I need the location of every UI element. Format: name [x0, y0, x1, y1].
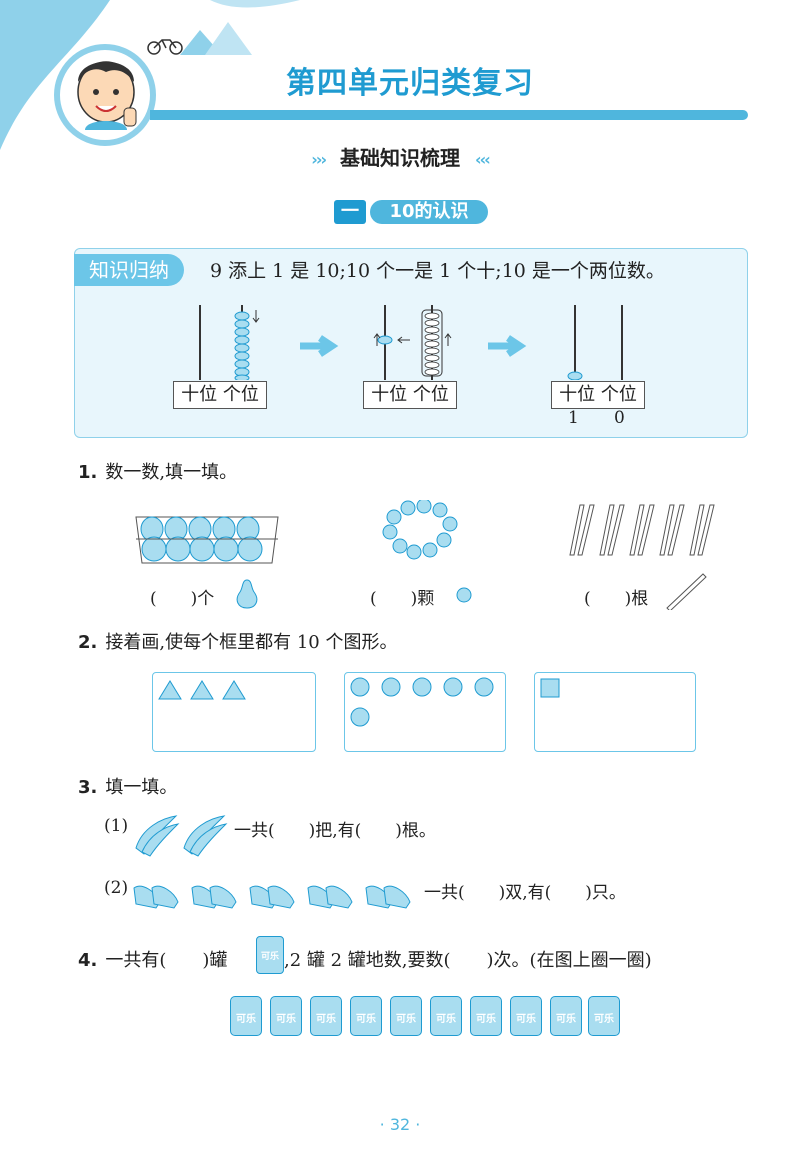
question-number: 3. [78, 777, 98, 798]
can-label: 可乐 [516, 1014, 536, 1025]
question-1: 1. 数一数,填一填。 [78, 458, 237, 484]
subtitle-text: 基础知识梳理 [340, 146, 460, 170]
section-number: 一 [341, 201, 359, 222]
can-label: 可乐 [436, 1014, 456, 1025]
abacus-diagram [199, 305, 623, 380]
can-item[interactable]: 可乐 [588, 996, 620, 1036]
header-decoration [0, 0, 300, 150]
page-number: · 32 · [379, 1115, 421, 1134]
place-value-label-2: 十位 个位 [363, 381, 457, 409]
place-value-label-1: 十位 个位 [173, 381, 267, 409]
chevrons-right: ‹‹‹ [474, 150, 491, 169]
q3-sub2-label: (2) [104, 878, 129, 898]
circle-shapes [350, 677, 494, 727]
can-item[interactable]: 可乐 [270, 996, 302, 1036]
square-frame[interactable] [534, 672, 696, 752]
chevrons-left: ››› [311, 150, 327, 169]
can-label: 可乐 [556, 1014, 576, 1025]
q3-sub2-text: 一共( )双,有( )只。 [424, 883, 626, 903]
place-value-label-3: 十位 个位 [551, 381, 645, 409]
can-row: 可乐 可乐 可乐 可乐 可乐 可乐 可乐 可乐 可乐 可乐 [230, 996, 620, 1036]
pear-icon [236, 579, 258, 609]
bead-icon [456, 587, 472, 603]
can-label: 可乐 [236, 1014, 256, 1025]
question-text-a: 一共有( )罐 [105, 950, 228, 971]
can-label: 可乐 [396, 1014, 416, 1025]
section-badge: 一 10的认识 [334, 198, 490, 226]
digit-tens: 1 [568, 408, 579, 428]
shoes-icon [133, 885, 411, 909]
mountains-icon [180, 22, 252, 55]
question-number: 1. [78, 462, 98, 483]
triangle-shapes [158, 680, 246, 700]
pear-box-icon [135, 516, 279, 564]
question-number: 4. [78, 950, 98, 971]
question-3: 3. 填一填。 [78, 773, 177, 799]
square-shape [540, 678, 560, 698]
can-label: 可乐 [594, 1014, 614, 1025]
unit-label: 个 [197, 589, 215, 609]
question-text: 接着画,使每个框里都有 10 个图形。 [105, 632, 398, 653]
question-4: 4. 一共有( )罐 [78, 946, 227, 972]
circle-frame[interactable] [344, 672, 506, 752]
bicycle-icon [147, 39, 183, 55]
chopstick-icon [666, 573, 707, 610]
section-subtitle: ››› 基础知识梳理 ‹‹‹ [270, 142, 530, 171]
question-text-b: ,2 罐 2 罐地数,要数( )次。(在图上圈一圈) [284, 950, 652, 971]
answer-blank[interactable]: ( ) [584, 589, 632, 609]
can-item[interactable]: 可乐 [310, 996, 342, 1036]
bananas-icon [135, 815, 228, 857]
can-item[interactable]: 可乐 [550, 996, 582, 1036]
can-label: 可乐 [316, 1014, 336, 1025]
q1-answer-1: ( )个 [150, 584, 214, 609]
question-text: 填一填。 [105, 777, 178, 798]
triangle-frame[interactable] [152, 672, 316, 752]
can-item[interactable]: 可乐 [390, 996, 422, 1036]
badge-shape [334, 200, 488, 224]
bead-necklace-icon [382, 500, 458, 560]
header-bar [150, 110, 748, 120]
knowledge-tag: 知识归纳 [74, 254, 184, 286]
knowledge-text: 9 添上 1 是 10;10 个一是 1 个十;10 是一个两位数。 [210, 260, 665, 282]
answer-blank[interactable]: ( ) [150, 589, 198, 609]
question-text: 数一数,填一填。 [105, 462, 238, 483]
unit-label: 颗 [417, 589, 435, 609]
page-title: 第四单元归类复习 [286, 66, 534, 101]
can-label: 可乐 [356, 1014, 376, 1025]
section-title: 10的认识 [389, 201, 469, 222]
can-label: 可乐 [260, 952, 279, 962]
digit-ones: 0 [614, 408, 625, 428]
can-item[interactable]: 可乐 [350, 996, 382, 1036]
q1-answer-2: ( )颗 [370, 584, 434, 609]
question-2: 2. 接着画,使每个框里都有 10 个图形。 [78, 628, 397, 654]
q3-sub1-label: (1) [104, 816, 129, 836]
q1-answer-3: ( )根 [584, 584, 648, 609]
boy-mascot-icon [77, 61, 137, 130]
unit-label: 根 [631, 589, 649, 609]
can-item[interactable]: 可乐 [510, 996, 542, 1036]
can-icon: 可乐 [256, 936, 284, 974]
can-label: 可乐 [476, 1014, 496, 1025]
chopsticks-icon [569, 504, 715, 556]
can-item[interactable]: 可乐 [470, 996, 502, 1036]
q3-sub1-text: 一共( )把,有( )根。 [234, 821, 436, 841]
can-item[interactable]: 可乐 [230, 996, 262, 1036]
answer-blank[interactable]: ( ) [370, 589, 418, 609]
can-label: 可乐 [276, 1014, 296, 1025]
can-item[interactable]: 可乐 [430, 996, 462, 1036]
question-number: 2. [78, 632, 98, 653]
